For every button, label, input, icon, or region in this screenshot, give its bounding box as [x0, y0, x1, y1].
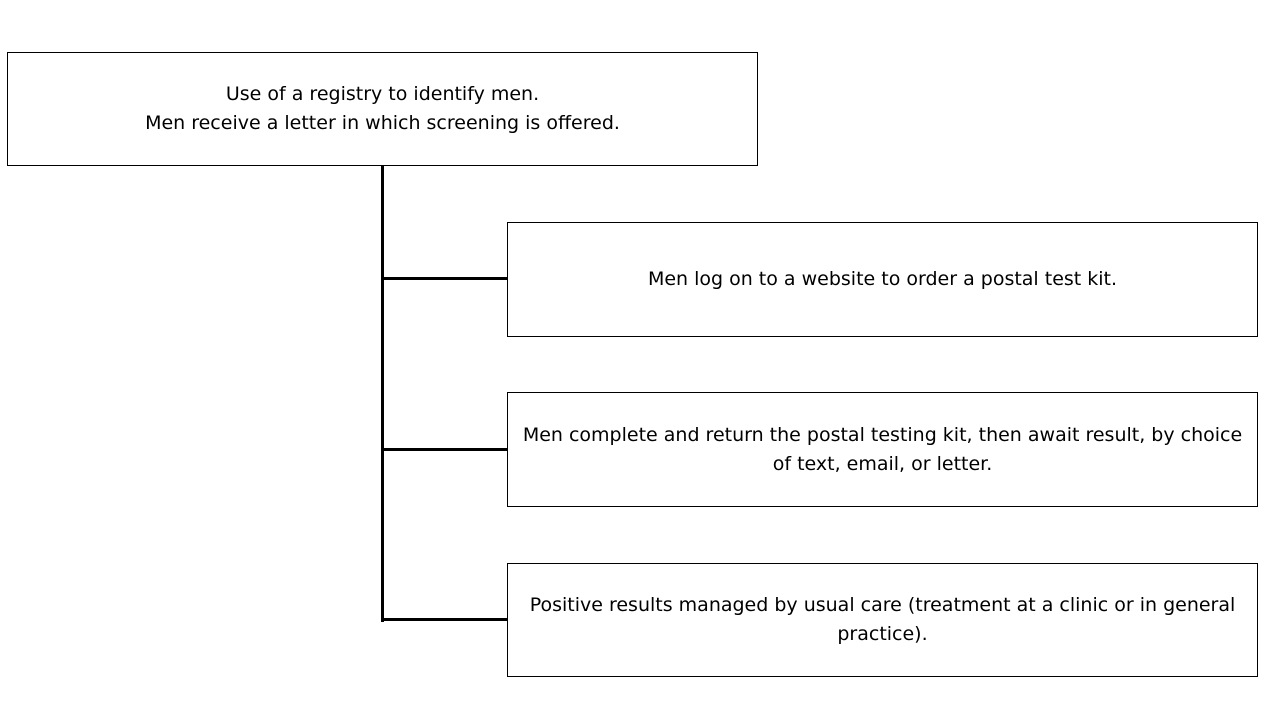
step-2-text-line-2: of text, email, or letter.: [772, 452, 993, 475]
connector-branch-2: [381, 448, 507, 451]
step-1-text-line-1: Men log on to a website to order a posta…: [647, 268, 1118, 290]
connector-branch-3: [381, 618, 507, 621]
connector-branch-1: [381, 277, 507, 280]
step-box-2: Men complete and return the postal testi…: [507, 392, 1258, 507]
connector-trunk: [381, 166, 384, 622]
root-box: Use of a registry to identify men. Men r…: [7, 52, 758, 166]
root-text-line-2: Men receive a letter in which screening …: [145, 112, 620, 134]
step-box-3: Positive results managed by usual care (…: [507, 563, 1258, 677]
step-2-text-line-1: Men complete and return the postal testi…: [522, 423, 1243, 446]
step-3-text-line-1: Positive results managed by usual care (…: [529, 594, 1236, 616]
step-box-1: Men log on to a website to order a posta…: [507, 222, 1258, 337]
root-text-line-1: Use of a registry to identify men.: [225, 83, 540, 105]
step-3-text-line-2: practice).: [837, 623, 928, 645]
